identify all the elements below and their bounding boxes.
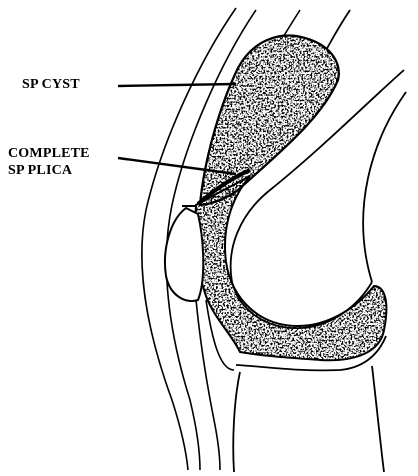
patella (165, 206, 203, 301)
sp-cyst-label: SP CYST (22, 76, 80, 93)
plica-label-line2: SP PLICA (8, 162, 90, 179)
cyst-leader-line (118, 84, 236, 86)
plica-label-line1: COMPLETE (8, 145, 90, 162)
articular-cartilage (180, 170, 400, 370)
complete-sp-plica-label: COMPLETE SP PLICA (8, 145, 90, 179)
